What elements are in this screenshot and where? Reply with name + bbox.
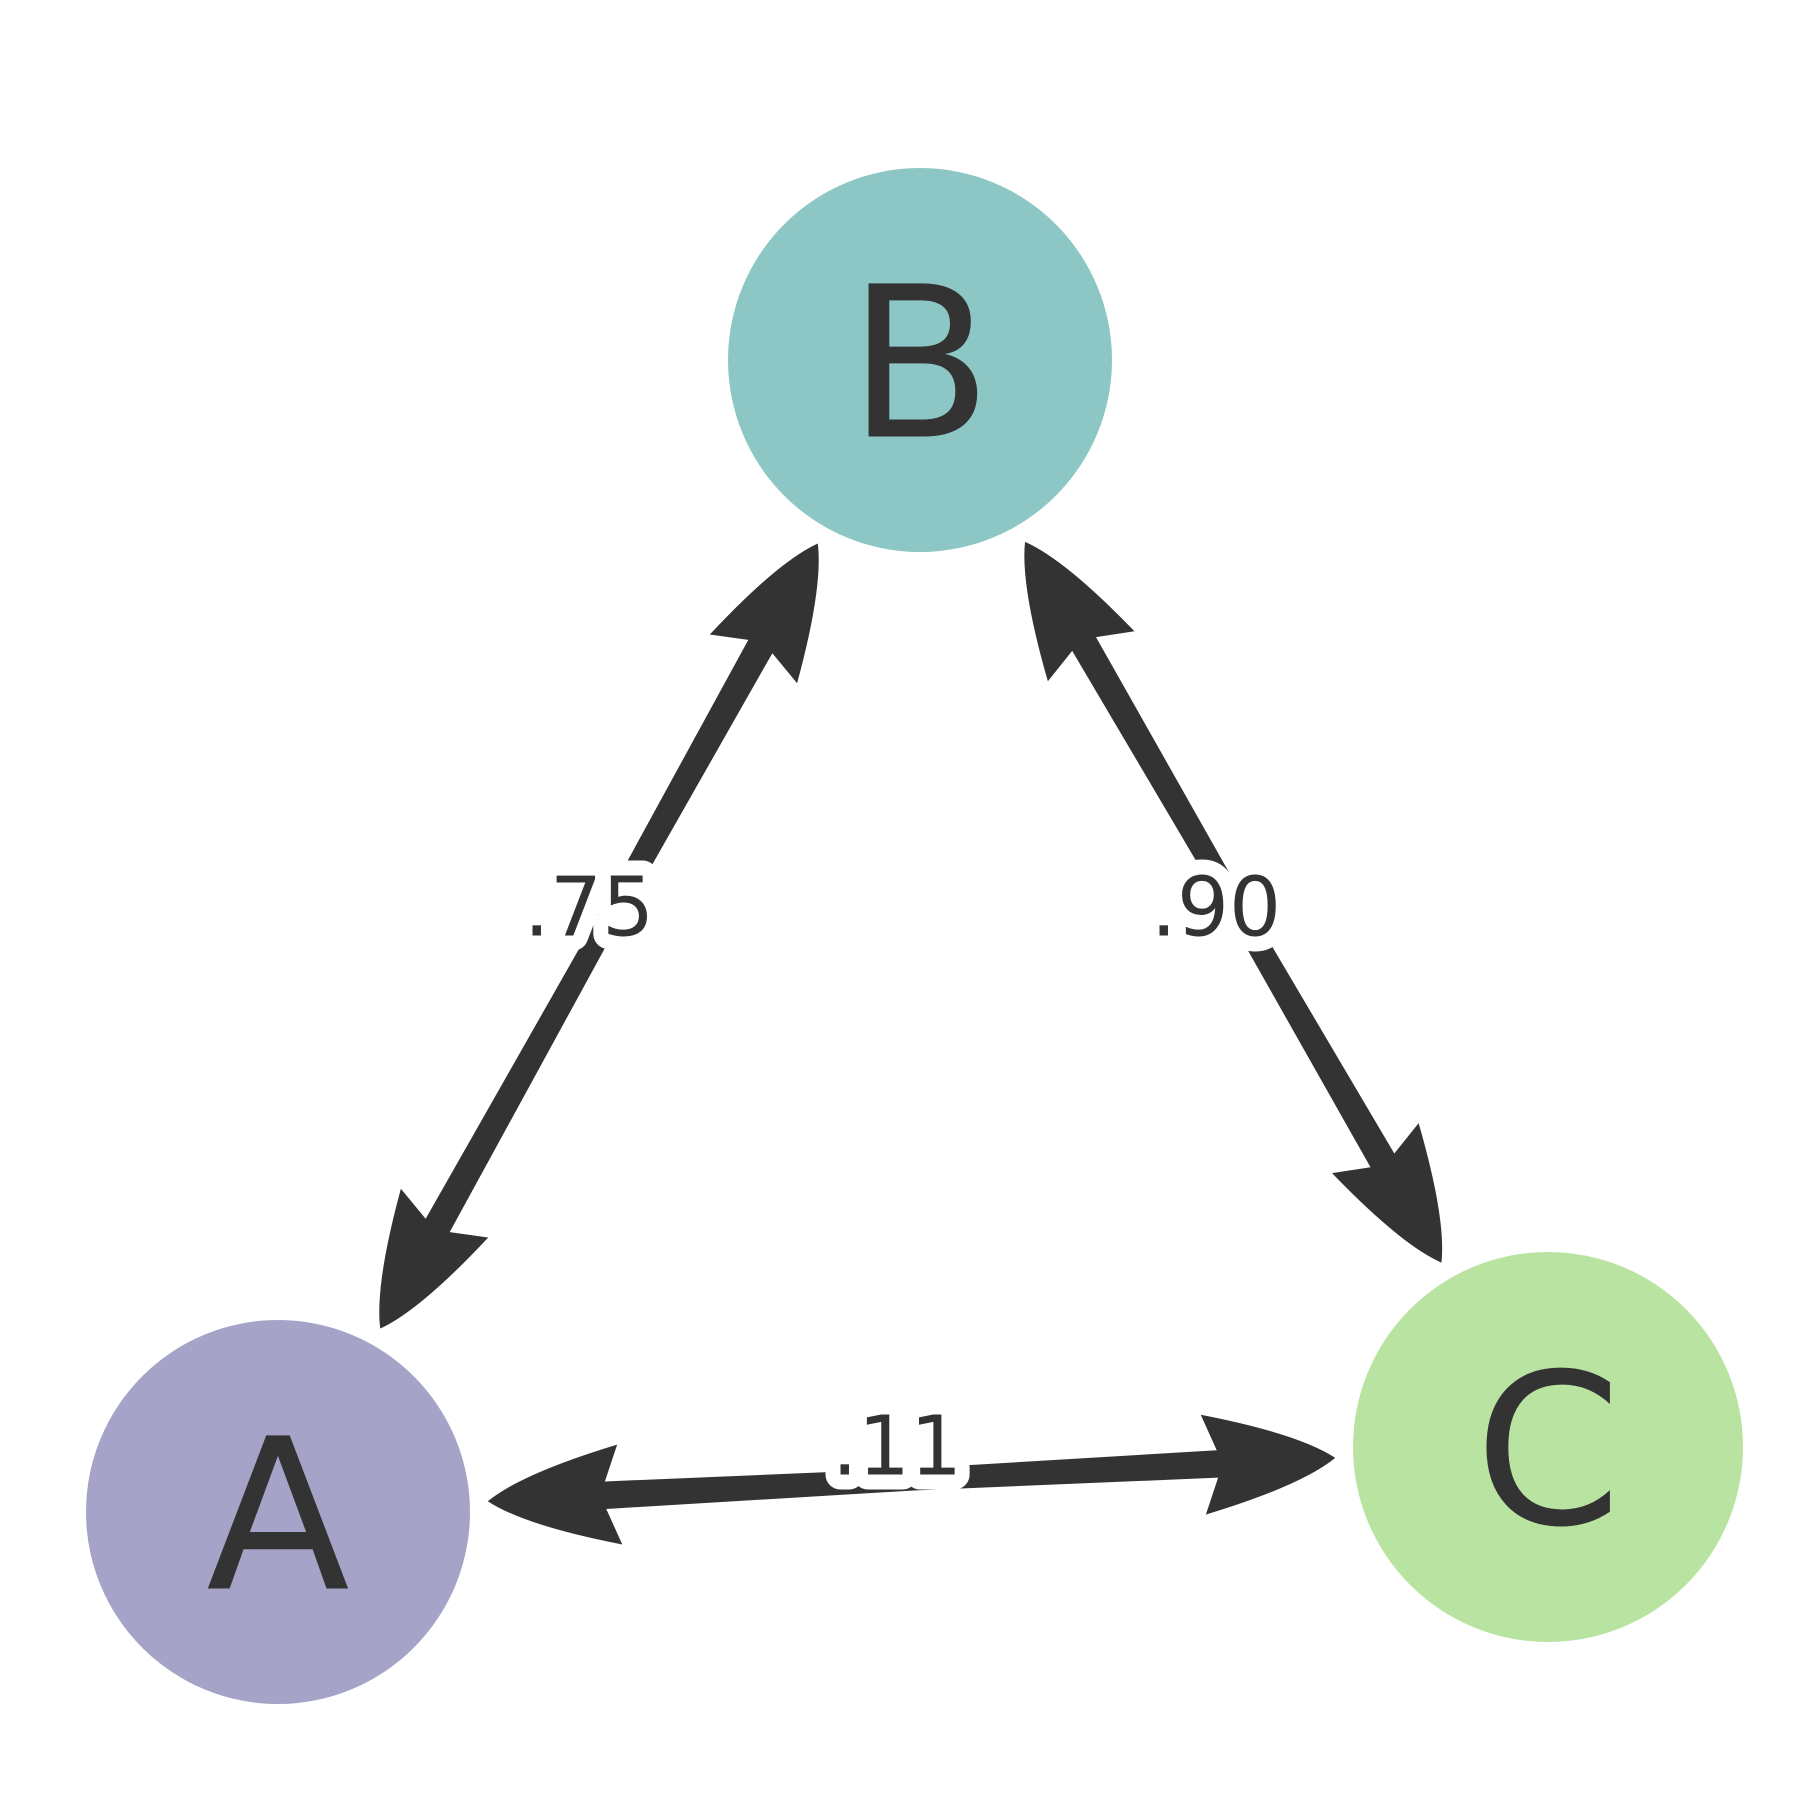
edge-b-c[interactable] — [1024, 541, 1443, 1263]
edge-a-c[interactable] — [487, 1414, 1336, 1545]
arrowhead-to-c-icon — [912, 1414, 1336, 1515]
edge-label-a-c: .11.11 — [817, 1385, 977, 1510]
edge-label-a-b: .75.75 — [509, 846, 669, 971]
arrowhead-to-c-icon — [1224, 898, 1443, 1263]
arrowhead-to-b-icon — [589, 543, 819, 942]
node-c-label: C — [1475, 1329, 1622, 1574]
node-a-label: A — [206, 1394, 350, 1639]
node-b-label: B — [848, 242, 992, 487]
edge-label-halo: .75 — [524, 861, 654, 956]
edge-a-b[interactable] — [379, 543, 819, 1329]
node-a-circle[interactable] — [86, 1320, 470, 1704]
edge-weight-label: .75 — [524, 861, 654, 956]
edge-weight-label: .11 — [832, 1400, 962, 1495]
node-b[interactable]: B — [728, 168, 1112, 552]
edge-label-halo: .90 — [1151, 861, 1281, 956]
node-a[interactable]: A — [86, 1320, 470, 1704]
arrowhead-to-a-icon — [487, 1444, 914, 1545]
edge-labels-layer: .75.75 .90.90 .11.11 — [509, 846, 1296, 1510]
edge-weight-label: .90 — [1151, 861, 1281, 956]
node-c-circle[interactable] — [1353, 1252, 1743, 1642]
arrowhead-to-a-icon — [379, 930, 609, 1329]
node-b-circle[interactable] — [728, 168, 1112, 552]
node-c[interactable]: C — [1353, 1252, 1743, 1642]
edge-label-b-c: .90.90 — [1136, 846, 1296, 971]
nodes-layer: A B C — [86, 168, 1743, 1704]
arrowhead-to-b-icon — [1024, 541, 1244, 909]
edges-layer — [379, 541, 1443, 1545]
edge-label-halo: .11 — [832, 1400, 962, 1495]
